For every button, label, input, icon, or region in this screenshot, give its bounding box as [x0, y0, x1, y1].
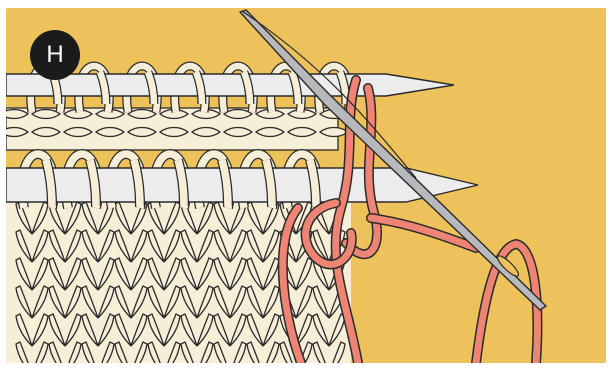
purl-bump: [128, 128, 156, 137]
purl-bump: [64, 128, 92, 137]
purl-bump: [320, 128, 348, 137]
purl-bump: [224, 128, 252, 137]
purl-bump: [256, 128, 284, 137]
purl-bump: [160, 128, 188, 137]
step-badge: H: [30, 30, 80, 80]
knitting-illustration: [6, 8, 606, 363]
purl-bump: [96, 128, 124, 137]
purl-bump: [288, 128, 316, 137]
illustration-panel: H: [6, 8, 606, 363]
knitted-fabric: [6, 198, 351, 363]
back-knitting-needle: [6, 74, 454, 96]
purl-bump: [32, 128, 60, 137]
purl-bump: [192, 128, 220, 137]
